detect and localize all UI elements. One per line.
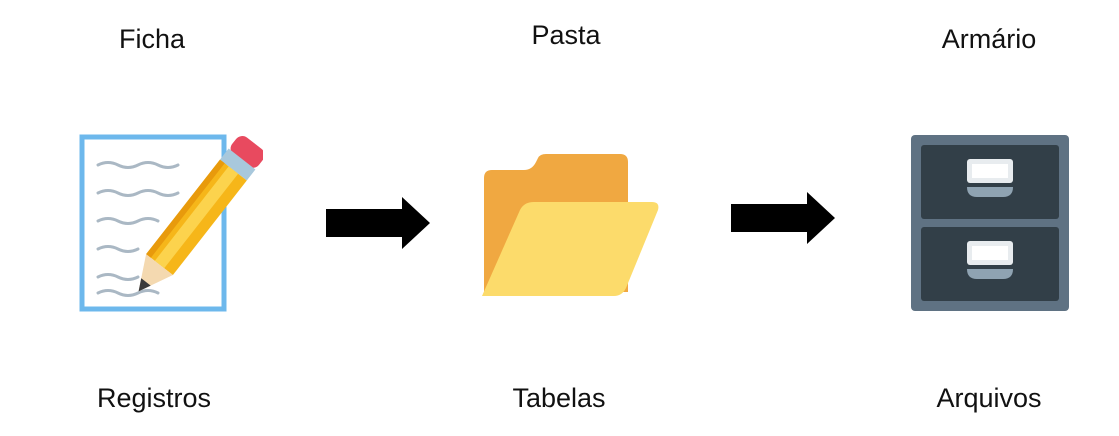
label-armario: Armário [941, 24, 1037, 54]
file-cabinet-icon [911, 135, 1069, 311]
label-pasta: Pasta [531, 20, 601, 50]
folder-icon [482, 154, 659, 296]
arrow-right-1 [326, 197, 430, 249]
label-registros: Registros [96, 383, 212, 413]
label-tabelas: Tabelas [512, 383, 606, 413]
label-arquivos: Arquivos [936, 383, 1042, 413]
arrow-right-2 [731, 192, 835, 244]
pencil-paper-icon [79, 134, 263, 312]
label-ficha: Ficha [118, 24, 186, 54]
